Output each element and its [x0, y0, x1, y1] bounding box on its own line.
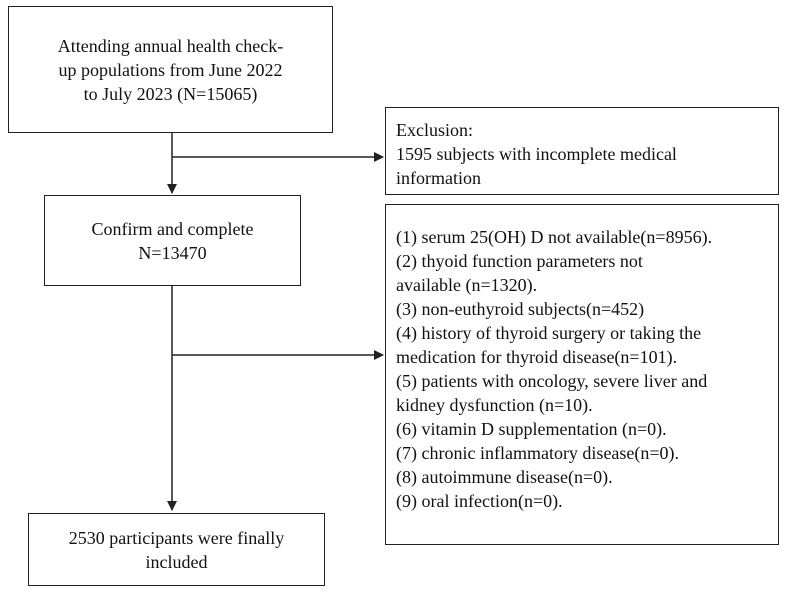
- confirm-line-1: Confirm and complete: [91, 218, 254, 239]
- criteria-item-3: (3) non-euthyroid subjects(n=452): [396, 299, 645, 319]
- exclusion1-line-1: Exclusion:: [396, 120, 473, 140]
- criteria-item-9: (9) oral infection(n=0).: [396, 491, 563, 511]
- final-participants-box: 2530 participants were finally included: [28, 513, 325, 586]
- criteria-item-1: (1) serum 25(OH) D not available(n=8956)…: [396, 227, 713, 247]
- criteria-item-4b: medication for thyroid disease(n=101).: [396, 347, 678, 367]
- criteria-item-8: (8) autoimmune disease(n=0).: [396, 467, 613, 487]
- exclusion1-line-2: 1595 subjects with incomplete medical: [396, 144, 677, 164]
- start-line-2: up populations from June 2022: [58, 59, 283, 80]
- exclusion-criteria-box: (1) serum 25(OH) D not available(n=8956)…: [385, 204, 779, 545]
- final-line-1: 2530 participants were finally: [68, 527, 285, 548]
- criteria-item-2a: (2) thyoid function parameters not: [396, 251, 643, 271]
- start-line-3: to July 2023 (N=15065): [83, 83, 258, 104]
- criteria-item-2b: available (n=1320).: [396, 275, 538, 295]
- final-line-2: included: [145, 551, 208, 572]
- start-population-box: Attending annual health check- up popula…: [8, 6, 333, 133]
- criteria-item-7: (7) chronic inflammatory disease(n=0).: [396, 443, 680, 463]
- criteria-item-5b: kidney dysfunction (n=10).: [396, 395, 593, 415]
- criteria-item-4a: (4) history of thyroid surgery or taking…: [396, 323, 702, 343]
- confirm-complete-box: Confirm and complete N=13470: [44, 195, 301, 286]
- exclusion1-line-3: information: [396, 168, 481, 188]
- confirm-line-2: N=13470: [138, 242, 207, 263]
- start-line-1: Attending annual health check-: [57, 35, 284, 56]
- exclusion-incomplete-info-box: Exclusion: 1595 subjects with incomplete…: [385, 107, 779, 195]
- criteria-item-5a: (5) patients with oncology, severe liver…: [396, 371, 708, 391]
- criteria-item-6: (6) vitamin D supplementation (n=0).: [396, 419, 667, 439]
